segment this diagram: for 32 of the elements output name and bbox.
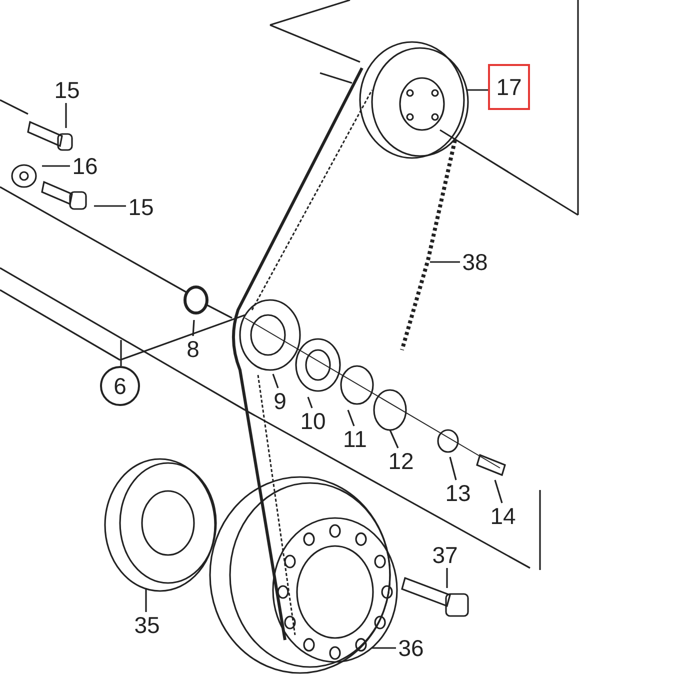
callout-number: 15 xyxy=(52,77,82,103)
leader-line xyxy=(120,340,122,366)
leader-line xyxy=(347,410,355,426)
leader-line xyxy=(94,205,126,207)
callout-number: 36 xyxy=(396,635,426,661)
callout-number: 9 xyxy=(272,388,288,414)
leader-line xyxy=(65,103,67,128)
leader-line xyxy=(430,261,460,263)
leader-line xyxy=(466,89,488,91)
leader-line xyxy=(272,374,279,388)
callout-number: 13 xyxy=(443,480,473,506)
leader-line xyxy=(494,480,503,504)
leader-line xyxy=(145,588,147,612)
callout-number: 10 xyxy=(298,408,328,434)
callout-number: 15 xyxy=(126,194,156,220)
leader-line xyxy=(307,396,313,408)
callout-number: 37 xyxy=(430,542,460,568)
callout-number: 35 xyxy=(132,612,162,638)
callout-number: 38 xyxy=(460,249,490,275)
callout-number: 6 xyxy=(100,366,140,406)
callout-number: 14 xyxy=(488,503,518,529)
callout-number: 16 xyxy=(70,153,100,179)
leader-line xyxy=(192,320,195,336)
callout-number: 8 xyxy=(185,336,201,362)
leader-line xyxy=(389,430,399,448)
callout-number: 17 xyxy=(488,64,530,110)
leader-line xyxy=(446,568,448,588)
leader-line xyxy=(372,647,396,649)
callout-number: 11 xyxy=(340,426,370,452)
leader-line xyxy=(449,456,457,480)
callout-number: 12 xyxy=(386,448,416,474)
leader-line xyxy=(42,165,70,167)
